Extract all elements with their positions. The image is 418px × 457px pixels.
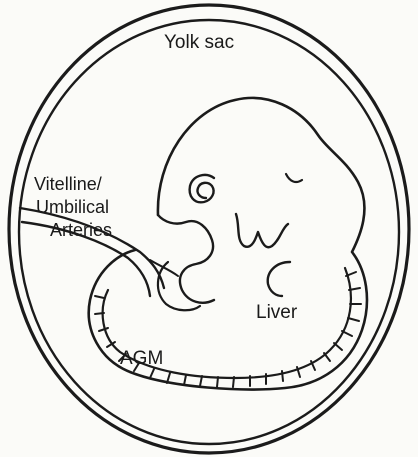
- label-liver: Liver: [256, 302, 298, 323]
- label-vitelline-line2: Umbilical: [36, 197, 109, 217]
- liver-outline: [268, 262, 290, 296]
- neck-contour: [158, 215, 214, 303]
- eye-spiral: [190, 175, 214, 202]
- embryo-head-back-outline: [89, 98, 367, 390]
- label-agm: AGM: [120, 348, 163, 369]
- somite-ticks: [95, 272, 361, 387]
- label-yolk-sac: Yolk sac: [164, 32, 234, 53]
- embryo: [89, 98, 367, 390]
- pharyngeal-arches: [236, 214, 288, 247]
- head-mark: [286, 174, 302, 182]
- label-vitelline-line3: Arteries: [50, 220, 112, 240]
- label-vitelline-line1: Vitelline/: [34, 174, 102, 194]
